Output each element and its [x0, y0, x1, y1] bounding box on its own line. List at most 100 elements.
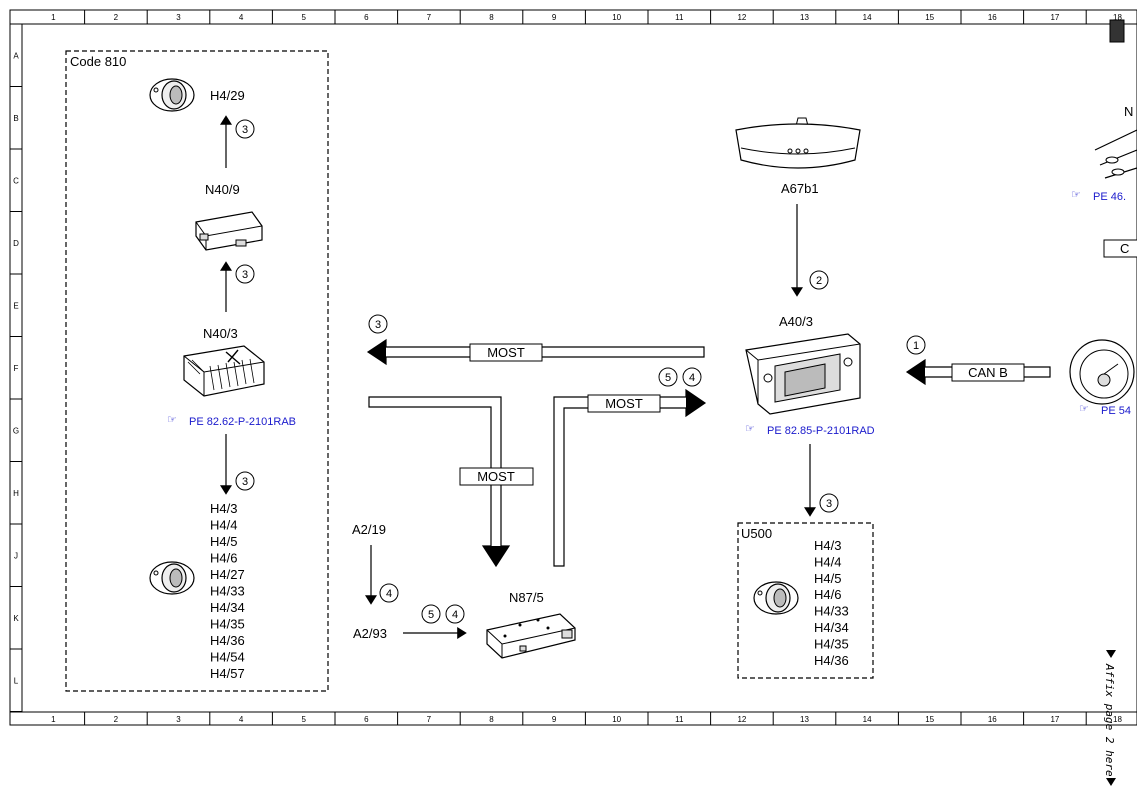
- grid-row-label: D: [13, 239, 19, 248]
- speaker-label: H4/27: [210, 567, 245, 582]
- grid-column-label: 1: [51, 715, 56, 724]
- grid-column-label: 10: [612, 13, 621, 22]
- code-810-title: Code 810: [70, 54, 126, 69]
- grid-row-label: H: [13, 489, 19, 498]
- n87-5-label: N87/5: [509, 590, 544, 605]
- grid-column-label: 17: [1050, 715, 1059, 724]
- speaker-list-left: H4/3H4/4H4/5H4/6H4/27H4/33H4/34H4/35H4/3…: [210, 501, 245, 681]
- grid-column-label: 14: [863, 715, 872, 724]
- edge-marker-icon: [1109, 19, 1125, 43]
- speaker-label: H4/33: [814, 604, 849, 619]
- n40-3-reference-link[interactable]: PE 82.62-P-2101RAB: [189, 416, 296, 428]
- grid-column-label: 2: [114, 715, 119, 724]
- right-edge-box: [1103, 239, 1137, 258]
- svg-text:☞: ☞: [1071, 189, 1081, 201]
- grid-column-label: 14: [863, 13, 872, 22]
- u500-title: U500: [741, 526, 772, 541]
- circled-number: 2: [816, 275, 822, 287]
- speaker-icon: [753, 581, 799, 615]
- svg-text:☞: ☞: [1079, 403, 1089, 415]
- grid-column-label: 18: [1113, 13, 1122, 22]
- grid-row-label: A: [13, 51, 19, 60]
- a2-93-label: A2/93: [353, 626, 387, 641]
- speaker-label: H4/34: [210, 600, 245, 615]
- circled-number: 4: [689, 372, 695, 384]
- a2-19-label: A2/19: [352, 522, 386, 537]
- circled-number: 3: [826, 498, 832, 510]
- grid-row-label: E: [13, 301, 18, 310]
- grid-column-label: 4: [239, 13, 244, 22]
- right-reference-link[interactable]: PE 54: [1101, 405, 1131, 417]
- grid-column-label: 13: [800, 715, 809, 724]
- circled-number: 3: [242, 124, 248, 136]
- grid-column-label: 1: [51, 13, 56, 22]
- circled-number: 3: [375, 319, 381, 331]
- can-b-label: CAN B: [968, 365, 1008, 380]
- speaker-label: H4/33: [210, 584, 245, 599]
- speaker-label: H4/34: [814, 620, 849, 635]
- svg-text:☞: ☞: [745, 423, 755, 435]
- grid-row-label: J: [14, 551, 18, 560]
- right-edge-label: N: [1124, 104, 1133, 119]
- grid-row-label: G: [13, 426, 19, 435]
- speaker-label: H4/35: [210, 617, 245, 632]
- speaker-label: H4/6: [814, 587, 841, 602]
- circled-number: 3: [242, 269, 248, 281]
- circled-number: 3: [242, 476, 248, 488]
- grid-column-label: 4: [239, 715, 244, 724]
- circled-number: 5: [665, 372, 671, 384]
- grid-row-label: L: [14, 676, 19, 685]
- connector-cables-icon: [1094, 129, 1137, 179]
- speaker-icon: [149, 78, 195, 112]
- most-label: MOST: [477, 469, 515, 484]
- instrument-cluster-icon: [1069, 339, 1135, 405]
- speaker-label: H4/5: [814, 571, 841, 586]
- grid-column-label: 9: [552, 715, 557, 724]
- speaker-label: H4/4: [814, 554, 841, 569]
- head-unit-icon: [745, 333, 861, 415]
- circled-number: 1: [913, 340, 919, 352]
- grid-column-label: 18: [1113, 715, 1122, 724]
- grid-column-label: 5: [301, 13, 306, 22]
- a40-3-label: A40/3: [779, 314, 813, 329]
- grid-column-label: 8: [489, 13, 494, 22]
- grid-row-label: K: [13, 614, 19, 623]
- top-right-reference-link[interactable]: PE 46.: [1093, 191, 1126, 203]
- affix-note: Affix page 2 here: [1103, 663, 1116, 777]
- grid-column-label: 7: [427, 715, 432, 724]
- can-b-bus: CAN B: [905, 358, 1051, 386]
- speaker-label: H4/5: [210, 534, 237, 549]
- control-unit-icon: [486, 613, 576, 659]
- diagram-frame: [9, 9, 1137, 726]
- amplifier-icon: [183, 345, 265, 397]
- speaker-label: H4/6: [210, 551, 237, 566]
- speaker-label: H4/54: [210, 650, 245, 665]
- grid-row-label: F: [14, 364, 19, 373]
- circled-number: 4: [452, 609, 458, 621]
- speaker-label: H4/36: [814, 653, 849, 668]
- most-bus-top: MOST: [366, 338, 705, 366]
- speaker-label: H4/35: [814, 636, 849, 651]
- circled-number: 4: [386, 588, 392, 600]
- speaker-icon: [149, 561, 195, 595]
- right-edge-box-label: C: [1120, 241, 1129, 256]
- grid-column-label: 16: [988, 715, 997, 724]
- speaker-label: H4/3: [210, 501, 237, 516]
- u500-box: [737, 522, 874, 679]
- n40-9-label: N40/9: [205, 182, 240, 197]
- grid-column-label: 17: [1050, 13, 1059, 22]
- grid-column-label: 5: [301, 715, 306, 724]
- grid-column-label: 15: [925, 715, 934, 724]
- speaker-label: H4/36: [210, 633, 245, 648]
- most-label: MOST: [487, 345, 525, 360]
- code-810-box: [65, 50, 329, 692]
- speaker-label: H4/3: [814, 538, 841, 553]
- a40-3-reference-link[interactable]: PE 82.85-P-2101RAD: [767, 425, 875, 437]
- grid-column-label: 12: [737, 13, 746, 22]
- grid-column-label: 15: [925, 13, 934, 22]
- grid-column-label: 9: [552, 13, 557, 22]
- grid-column-label: 11: [675, 13, 684, 22]
